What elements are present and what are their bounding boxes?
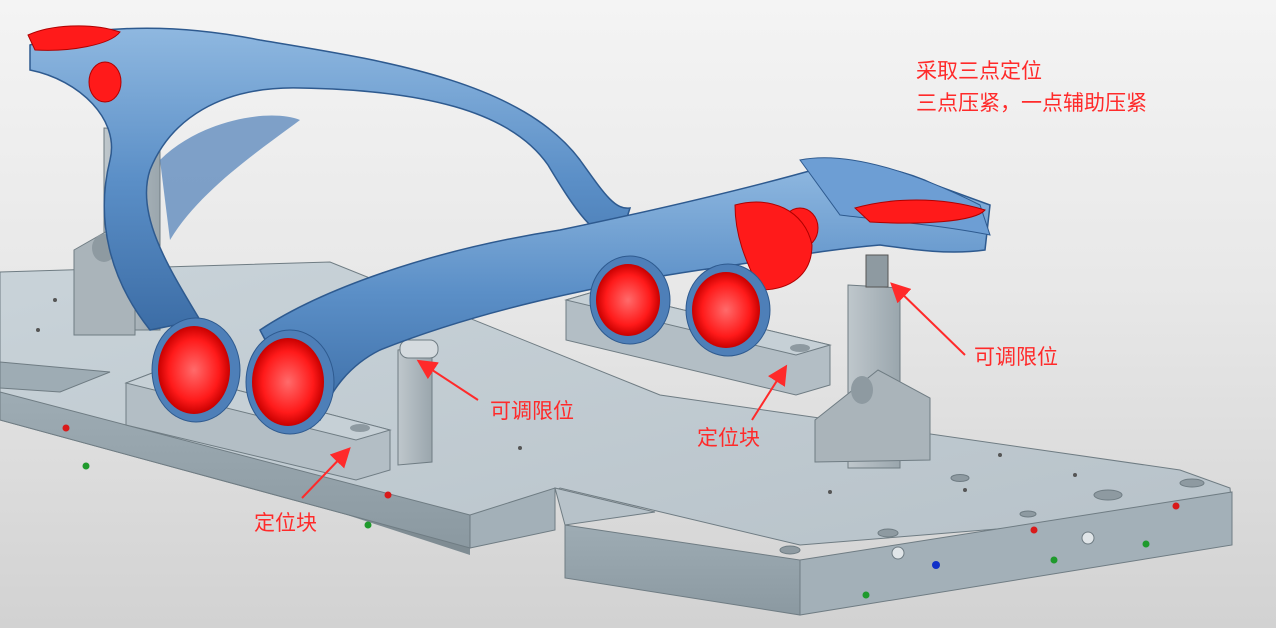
- adjustable-stop-post: [397, 339, 439, 466]
- note-line-clamping: 三点压紧，一点辅助压紧: [916, 91, 1147, 115]
- annotation-arrows: [301, 282, 966, 499]
- fixture-notes: 采取三点定位 三点压紧，一点辅助压紧: [916, 55, 1147, 119]
- label-adjustable-stop-right: 可调限位: [974, 345, 1058, 369]
- note-line-locating: 采取三点定位: [916, 59, 1042, 83]
- bushing-bores: [151, 255, 771, 435]
- label-adjustable-stop-left: 可调限位: [490, 399, 574, 423]
- front-right-support: [814, 254, 931, 469]
- label-locating-block-left: 定位块: [254, 511, 317, 535]
- workpiece-control-arm: [27, 25, 991, 421]
- label-locating-block-middle: 定位块: [697, 426, 760, 450]
